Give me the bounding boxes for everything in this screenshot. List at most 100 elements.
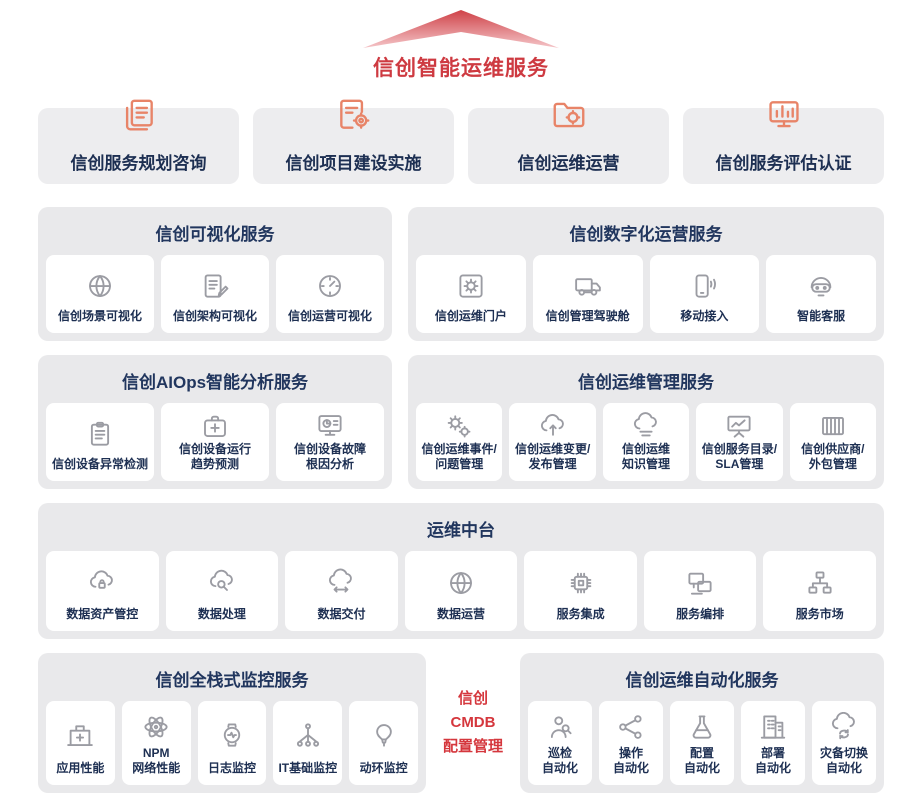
upward-chevron-banner-icon [363, 10, 559, 48]
card-label: 服务编排 [676, 607, 725, 622]
container-icon [818, 410, 848, 442]
hospital-icon [65, 708, 95, 761]
card-label: 信创服务目录/ SLA管理 [701, 441, 778, 472]
network-hierarchy-icon [805, 558, 835, 607]
cloud-transfer-icon [326, 558, 356, 607]
service-card: 信创设备运行 趋势预测 [161, 403, 269, 481]
globe-network-icon [446, 558, 476, 607]
panel-title: 运维中台 [427, 521, 495, 540]
card-label: 信创设备故障 根因分析 [293, 441, 366, 472]
row-monitoring-automation: 信创全栈式监控服务 应用性能 NPM 网络性能 日志监控 [38, 653, 884, 793]
service-card: 应用性能 [46, 701, 115, 785]
cloud-lock-icon [87, 558, 117, 607]
service-card: 配置 自动化 [670, 701, 734, 785]
service-card: 动环监控 [349, 701, 418, 785]
service-card: 信创运维门户 [416, 255, 526, 333]
panel-ops-management: 信创运维管理服务 信创运维事件/ 问题管理 信创运维变更/ 发布管理 信创运维 … [408, 355, 884, 489]
service-card: 信创管理驾驶舱 [532, 255, 643, 333]
service-card: 服务市场 [763, 551, 877, 631]
top-service-implementation: 信创项目建设实施 [253, 108, 454, 184]
medkit-icon [200, 410, 230, 442]
card-list: 信创运维门户 信创管理驾驶舱 移动接入 智能客服 [416, 255, 876, 333]
document-gear-icon [335, 96, 373, 139]
card-label: 信创供应商/ 外包管理 [801, 441, 865, 472]
globe-icon [85, 262, 115, 309]
panel-aiops: 信创AIOps智能分析服务 信创设备异常检测 信创设备运行 趋势预测 信创设备故… [38, 355, 392, 489]
cmdb-block: 信创 CMDB 配置管理 [426, 653, 520, 793]
card-label: 信创架构可视化 [172, 309, 257, 324]
card-label: 信创运营可视化 [287, 309, 372, 324]
service-card: 信创运维变更/ 发布管理 [509, 403, 596, 481]
row-visualization-digital: 信创可视化服务 信创场景可视化 信创架构可视化 信创运营可视化 [38, 207, 884, 341]
panel-title: 信创运维管理服务 [578, 373, 714, 392]
service-card: 服务集成 [524, 551, 637, 631]
atom-icon [141, 708, 171, 746]
card-label: IT基础监控 [278, 761, 338, 776]
top-service-label: 信创服务规划咨询 [70, 153, 207, 173]
flask-icon [687, 708, 717, 746]
card-label: 信创设备异常检测 [51, 457, 148, 472]
panel-title: 信创全栈式监控服务 [155, 671, 309, 690]
service-card: 信创场景可视化 [46, 255, 154, 333]
panel-visualization: 信创可视化服务 信创场景可视化 信创架构可视化 信创运营可视化 [38, 207, 392, 341]
mobile-signal-icon [689, 262, 719, 309]
gauge-icon [315, 262, 345, 309]
service-card: 信创运维 知识管理 [602, 403, 690, 481]
panel-title: 信创数字化运营服务 [569, 225, 723, 244]
card-list: 应用性能 NPM 网络性能 日志监控 IT基础监控 [46, 701, 418, 785]
top-service-row: 信创服务规划咨询 信创项目建设实施 信创运维运营 信创服务评估认证 [38, 108, 884, 184]
gear-panel-icon [456, 262, 486, 309]
service-card: 信创架构可视化 [161, 255, 269, 333]
card-label: 动环监控 [359, 761, 408, 776]
panel-middle-platform: 运维中台 数据资产管控 数据处理 数据交付 [38, 503, 884, 639]
service-card: 巡检 自动化 [528, 701, 592, 785]
folder-gear-icon [550, 96, 588, 139]
service-card: 数据资产管控 [46, 551, 159, 631]
card-list: 数据资产管控 数据处理 数据交付 数据运营 [46, 551, 877, 631]
building-icon [758, 708, 788, 746]
card-label: 信创管理驾驶舱 [545, 309, 630, 324]
panel-grid: 信创可视化服务 信创场景可视化 信创架构可视化 信创运营可视化 [38, 207, 884, 793]
card-label: 信创场景可视化 [57, 309, 142, 324]
top-service-label: 信创服务评估认证 [715, 153, 852, 173]
service-card: 信创设备异常检测 [46, 403, 154, 481]
service-card: 移动接入 [649, 255, 760, 333]
service-card: 操作 自动化 [599, 701, 663, 785]
chart-monitor-icon [765, 96, 803, 139]
service-card: 服务编排 [643, 551, 757, 631]
cloud-list-icon [631, 410, 661, 442]
top-service-assessment: 信创服务评估认证 [683, 108, 884, 184]
page-title: 信创智能运维服务 [373, 57, 549, 80]
service-card: 数据运营 [404, 551, 518, 631]
card-label: 数据资产管控 [66, 607, 139, 622]
cloud-upload-icon [538, 410, 568, 442]
service-card: 部署 自动化 [741, 701, 805, 785]
watch-pulse-icon [217, 708, 247, 761]
robot-headset-icon [806, 262, 836, 309]
screens-icon [685, 558, 715, 607]
chart-board-icon [724, 410, 754, 442]
card-label: 部署 自动化 [754, 745, 791, 776]
row-middle-platform: 运维中台 数据资产管控 数据处理 数据交付 [38, 503, 884, 639]
service-card: 数据交付 [285, 551, 398, 631]
cmdb-label: 信创 CMDB 配置管理 [442, 690, 503, 755]
service-card: 信创服务目录/ SLA管理 [696, 403, 783, 481]
card-label: 信创运维变更/ 发布管理 [514, 441, 591, 472]
service-card: 信创运维事件/ 问题管理 [416, 403, 503, 481]
card-list: 巡检 自动化 操作 自动化 配置 自动化 部署 自动化 [528, 701, 876, 785]
card-list: 信创运维事件/ 问题管理 信创运维变更/ 发布管理 信创运维 知识管理 信创服务… [416, 403, 877, 481]
double-gear-icon [444, 410, 474, 442]
card-list: 信创设备异常检测 信创设备运行 趋势预测 信创设备故障 根因分析 [46, 403, 384, 481]
top-service-label: 信创项目建设实施 [285, 153, 422, 173]
card-label: 信创运维 知识管理 [622, 441, 671, 472]
circuit-icon [293, 708, 323, 761]
card-label: NPM 网络性能 [132, 745, 181, 776]
xinchuang-services-diagram: 信创智能运维服务 信创服务规划咨询 信创项目建设实施 信创运维运营 信创服务评估… [38, 10, 884, 793]
share-nodes-icon [616, 708, 646, 746]
balloon-icon [369, 708, 399, 761]
chip-icon [566, 558, 596, 607]
truck-icon [573, 262, 603, 309]
card-list: 信创场景可视化 信创架构可视化 信创运营可视化 [46, 255, 384, 333]
panel-automation: 信创运维自动化服务 巡检 自动化 操作 自动化 配置 自动化 [520, 653, 884, 793]
blueprint-pencil-icon [200, 262, 230, 309]
